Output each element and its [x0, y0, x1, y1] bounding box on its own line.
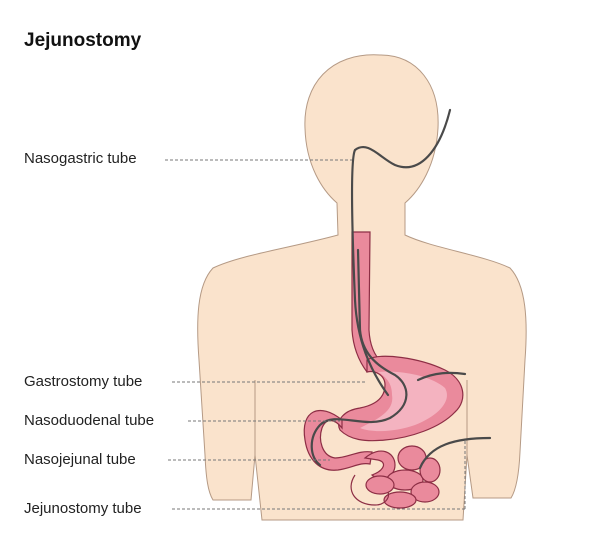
gastrostomy-tube-line: [416, 371, 467, 382]
label-jejunostomy-tube: Jejunostomy tube: [24, 500, 142, 517]
tubes: [310, 108, 492, 470]
diagram-title: Jejunostomy: [24, 30, 142, 51]
label-nasoduodenal-tube: Nasoduodenal tube: [24, 412, 155, 429]
nasoduodenal-tube-line: [310, 248, 408, 467]
label-nasojejunal-tube: Nasojejunal tube: [24, 451, 136, 468]
small-intestine: [350, 445, 441, 509]
label-nasogastric-tube: Nasogastric tube: [24, 150, 137, 167]
label-gastrostomy-tube: Gastrostomy tube: [24, 373, 143, 390]
stomach-inner: [360, 371, 447, 432]
jejunostomy-tube-line: [418, 436, 492, 470]
leader-lines: [165, 159, 466, 510]
